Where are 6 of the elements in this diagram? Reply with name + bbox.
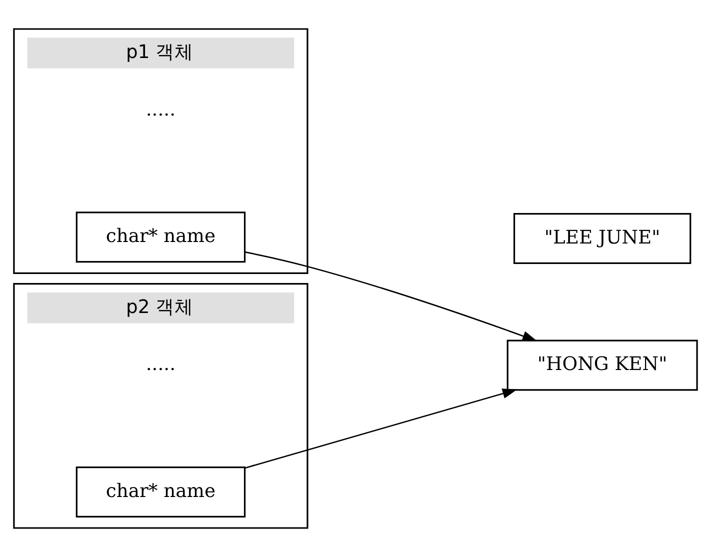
arrow (245, 250, 538, 341)
arrow (244, 388, 518, 468)
node-box: char* name (76, 211, 246, 262)
node-box: char* name (76, 466, 246, 517)
node-box: "HONG KEN" (506, 339, 698, 390)
node-box: "LEE JUNE" (513, 212, 692, 264)
